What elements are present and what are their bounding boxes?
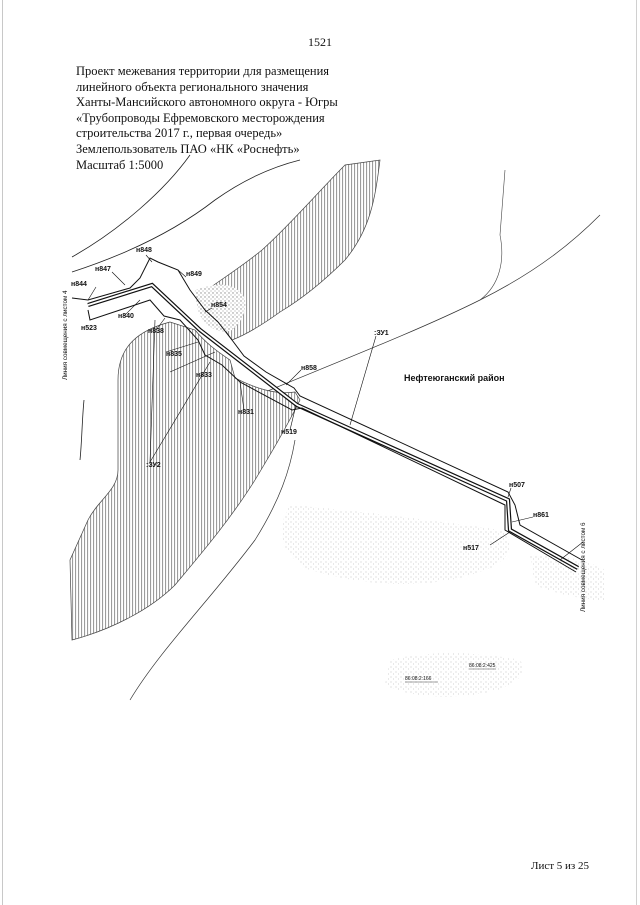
point-label-n507: н507 [509,482,525,489]
title-line-4: «Трубопроводы Ефремовского месторождения [76,110,325,125]
boundary-line-left-edge [79,399,85,461]
parcel-boundary [71,257,583,573]
forest-area-west [69,321,301,641]
district-label: Нефтеюганский район [404,373,505,383]
sheet-link-left-label: Линия совмещения с листом 4 [62,290,69,380]
parcel-label-zu2: :ЗУ2 [146,462,161,469]
title-line-7-scale: Масштаб 1:5000 [76,157,164,172]
title-line-1: Проект межевания территории для размещен… [76,64,330,78]
stippled-area-south [281,505,510,585]
page-number: 1521 [308,35,332,49]
point-label-n517: н517 [463,545,479,552]
title-line-3: Ханты-Мансийского автономного округа - Ю… [76,95,338,110]
title-line-5: строительства 2017 г., первая очередь» [76,126,283,141]
point-label-n847: н847 [95,266,111,273]
point-label-n861: н861 [533,512,549,519]
point-label-n844: н844 [71,281,87,288]
boundary-line-east [479,169,506,301]
sheet-footer: Лист 5 из 25 [531,860,590,872]
stippled-area-southeast [385,653,523,697]
pipeline-corridor [87,282,580,570]
point-label-n849: н849 [186,271,202,278]
point-label-n519: н519 [281,429,297,436]
point-label-n840: н840 [118,313,134,320]
cadastral-label-1: 86:08:2:425 [469,663,496,669]
title-block: Проект межевания территории для размещен… [76,64,376,173]
point-label-n838: н838 [148,328,164,335]
point-label-n831: н831 [238,409,254,416]
stippled-area-center [195,284,246,332]
point-label-n523: н523 [81,325,97,332]
point-label-n854: н854 [211,302,227,309]
title-line-6: Землепользователь ПАО «НК «Роснефть» [76,141,300,156]
leader-lines [87,254,584,561]
cadastral-label-2: 86:08:2:166 [405,676,432,682]
page-edge-right [636,0,637,905]
parcel-label-zu1: :ЗУ1 [374,330,389,337]
forest-area-northeast [199,159,381,341]
point-label-n833: н833 [196,372,212,379]
boundary-line-upper [71,154,191,258]
point-label-n848: н848 [136,247,152,254]
sheet-link-right-label: Линия совмещения с листом 6 [580,522,587,612]
title-line-2: линейного объекта регионального значения [76,79,309,94]
point-label-n835: н835 [166,351,182,358]
boundary-line-river [257,214,601,396]
point-label-n858: н858 [301,365,317,372]
stippled-area-east [530,555,605,600]
boundary-line-mid [71,159,301,273]
boundary-line-south [129,439,296,701]
page-edge-left [2,0,3,905]
